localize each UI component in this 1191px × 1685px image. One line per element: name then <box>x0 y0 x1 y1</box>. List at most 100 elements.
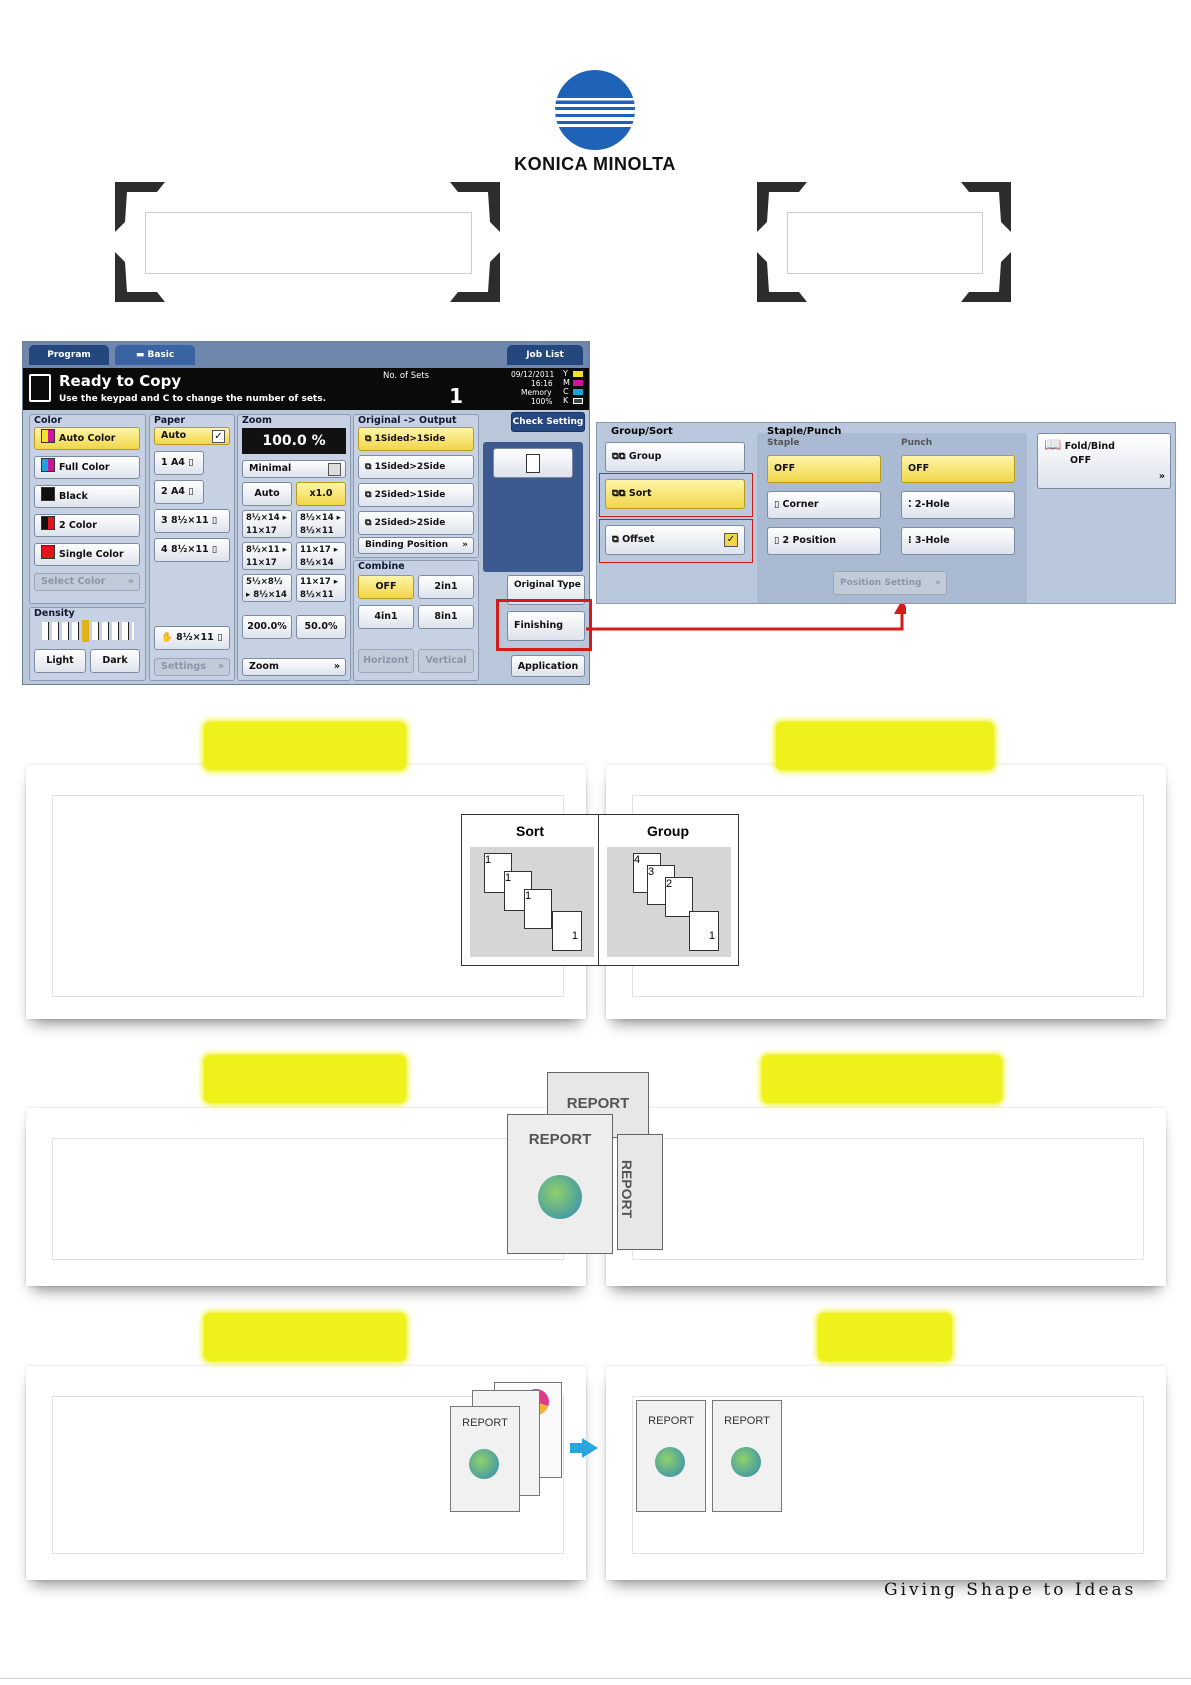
zoom-preset-5[interactable]: 5½×8½ ▸ 8½×14 <box>242 574 292 602</box>
duplex-2to1-button[interactable]: ⧉ 2Sided>1Side <box>358 483 474 507</box>
duplex-2to2-button[interactable]: ⧉ 2Sided>2Side <box>358 511 474 535</box>
tab-job-list[interactable]: Job List <box>507 345 583 365</box>
check-setting-button[interactable]: Check Setting <box>511 412 585 432</box>
toner-bar-m <box>573 380 583 386</box>
three-hole-icon: ⁝ <box>908 535 912 546</box>
staple-off-button[interactable]: OFF <box>767 455 881 483</box>
tray-2-button[interactable]: 2 A4 ▯ <box>154 480 204 504</box>
punch-off-button[interactable]: OFF <box>901 455 1015 483</box>
sets-value[interactable]: 1 <box>449 384 463 408</box>
preview-button[interactable] <box>493 448 573 478</box>
tab-program[interactable]: Program <box>29 345 109 365</box>
copy-doc-icon <box>29 374 51 402</box>
staple-title: Staple <box>767 438 800 448</box>
double-chevron-icon: » <box>462 540 468 550</box>
combine-2in1-button[interactable]: 2in1 <box>418 575 474 599</box>
globe-icon <box>655 1447 685 1477</box>
vertical-button[interactable]: Vertical <box>418 649 474 673</box>
density-title: Density <box>34 608 75 619</box>
group-label: Group <box>647 823 689 839</box>
group-sheet: 1 <box>689 911 719 951</box>
punch-2hole-button[interactable]: ⁚ 2-Hole <box>901 491 1015 519</box>
select-color-button[interactable]: Select Color» <box>34 573 140 591</box>
status-title: Ready to Copy <box>59 372 182 390</box>
paper-auto-button[interactable]: Auto✓ <box>154 427 230 445</box>
offset-reports-illustration: REPORT REPORT REPORT <box>505 1068 665 1256</box>
zoom-x1-button[interactable]: x1.0 <box>296 482 346 506</box>
portrait-page-icon: ▯ <box>211 515 218 526</box>
single-color-button[interactable]: Single Color <box>34 543 140 566</box>
zoom-auto-button[interactable]: Auto <box>242 482 292 506</box>
paper-title: Paper <box>154 415 186 426</box>
globe-icon <box>538 1175 582 1219</box>
portrait-page-icon: ▯ <box>217 632 223 643</box>
duplex-1to2-button[interactable]: ⧉ 1Sided>2Side <box>358 455 474 479</box>
two-color-button[interactable]: 2 Color <box>34 514 140 537</box>
light-button[interactable]: Light <box>34 649 86 673</box>
auto-color-button[interactable]: Auto Color <box>34 427 140 450</box>
density-level-marker <box>82 620 89 642</box>
offset-button[interactable]: ⧉ Offset✓ <box>605 525 745 555</box>
status-date: 09/12/2011 <box>511 370 555 379</box>
status-message: Use the keypad and C to change the numbe… <box>59 394 326 404</box>
staple-illustration: REPORT REPORT REPORT <box>446 1378 806 1516</box>
two-position-staple-icon: ▯ <box>774 535 780 546</box>
combine-4in1-button[interactable]: 4in1 <box>358 605 414 629</box>
staple-2position-button[interactable]: ▯ 2 Position <box>767 527 881 555</box>
brand-name: KONICA MINOLTA <box>514 154 676 174</box>
zoom-preset-1[interactable]: 8½×14 ▸ 11×17 <box>242 510 292 538</box>
zoom-preset-3[interactable]: 8½×11 ▸ 11×17 <box>242 542 292 570</box>
zoom-more-button[interactable]: Zoom» <box>242 658 346 676</box>
corner-staple-icon: ▯ <box>774 499 780 510</box>
fold-bind-button[interactable]: 📖 Fold/Bind OFF » <box>1037 433 1171 489</box>
tab-basic[interactable]: ▬ Basic <box>115 345 195 365</box>
toner-y: Y <box>563 369 568 378</box>
brand-tagline: Giving Shape to Ideas <box>884 1580 1137 1600</box>
two-hole-icon: ⁚ <box>908 499 912 510</box>
zoom-200-button[interactable]: 200.0% <box>242 615 292 639</box>
status-time: 16:16 <box>531 379 553 388</box>
full-color-button[interactable]: Full Color <box>34 456 140 479</box>
globe-icon <box>469 1449 499 1479</box>
hand-icon: ✋ <box>161 632 173 643</box>
checkbox-icon <box>328 463 341 476</box>
application-button[interactable]: Application <box>511 655 585 677</box>
frame-corners-icon <box>757 182 1011 302</box>
bypass-tray-button[interactable]: ✋ 8½×11 ▯ <box>154 626 230 650</box>
double-chevron-icon: » <box>1158 471 1165 482</box>
group-sheet-number: 2 <box>666 878 673 890</box>
color-panel: Color Auto Color Full Color Black 2 Colo… <box>29 414 146 604</box>
combine-off-button[interactable]: OFF <box>358 575 414 599</box>
paper-settings-button[interactable]: Settings» <box>154 658 230 676</box>
tray-3-button[interactable]: 3 8½×11 ▯ <box>154 509 230 533</box>
group-icon: ⧉⧉ <box>612 451 626 462</box>
tray-1-button[interactable]: 1 A4 ▯ <box>154 451 204 475</box>
frame-corners-icon <box>115 182 500 302</box>
sort-button[interactable]: ⧉⧉ Sort <box>605 479 745 509</box>
finishing-button[interactable]: Finishing <box>507 611 585 641</box>
zoom-preset-2[interactable]: 8½×14 ▸ 8½×11 <box>296 510 346 538</box>
punch-3hole-button[interactable]: ⁝ 3-Hole <box>901 527 1015 555</box>
duplex-1to1-button[interactable]: ⧉ 1Sided>1Side <box>358 427 474 451</box>
minimal-button[interactable]: Minimal <box>242 460 346 478</box>
sort-sheet: 1 <box>524 889 552 929</box>
report-label: REPORT <box>724 1415 770 1427</box>
binding-position-button[interactable]: Binding Position» <box>358 537 474 554</box>
zoom-preset-6[interactable]: 11×17 ▸ 8½×11 <box>296 574 346 602</box>
checkbox-checked-icon: ✓ <box>724 533 738 547</box>
staple-corner-button[interactable]: ▯ Corner <box>767 491 881 519</box>
group-button[interactable]: ⧉⧉ Group <box>605 442 745 472</box>
position-setting-button[interactable]: Position Setting» <box>833 571 947 595</box>
black-button[interactable]: Black <box>34 485 140 508</box>
zoom-50-button[interactable]: 50.0% <box>296 615 346 639</box>
horizont-button[interactable]: Horizont <box>358 649 414 673</box>
toner-bar-y <box>573 371 583 377</box>
memory-label: Memory <box>521 388 552 397</box>
combine-8in1-button[interactable]: 8in1 <box>418 605 474 629</box>
offset-highlight-box <box>599 519 753 563</box>
tray-4-button[interactable]: 4 8½×11 ▯ <box>154 538 230 562</box>
sort-sheet-number: 1 <box>485 854 492 866</box>
finishing-screen: Group/Sort ⧉⧉ Group ⧉⧉ Sort ⧉ Offset✓ St… <box>596 422 1176 604</box>
zoom-preset-4[interactable]: 11×17 ▸ 8½×14 <box>296 542 346 570</box>
dark-button[interactable]: Dark <box>90 649 140 673</box>
